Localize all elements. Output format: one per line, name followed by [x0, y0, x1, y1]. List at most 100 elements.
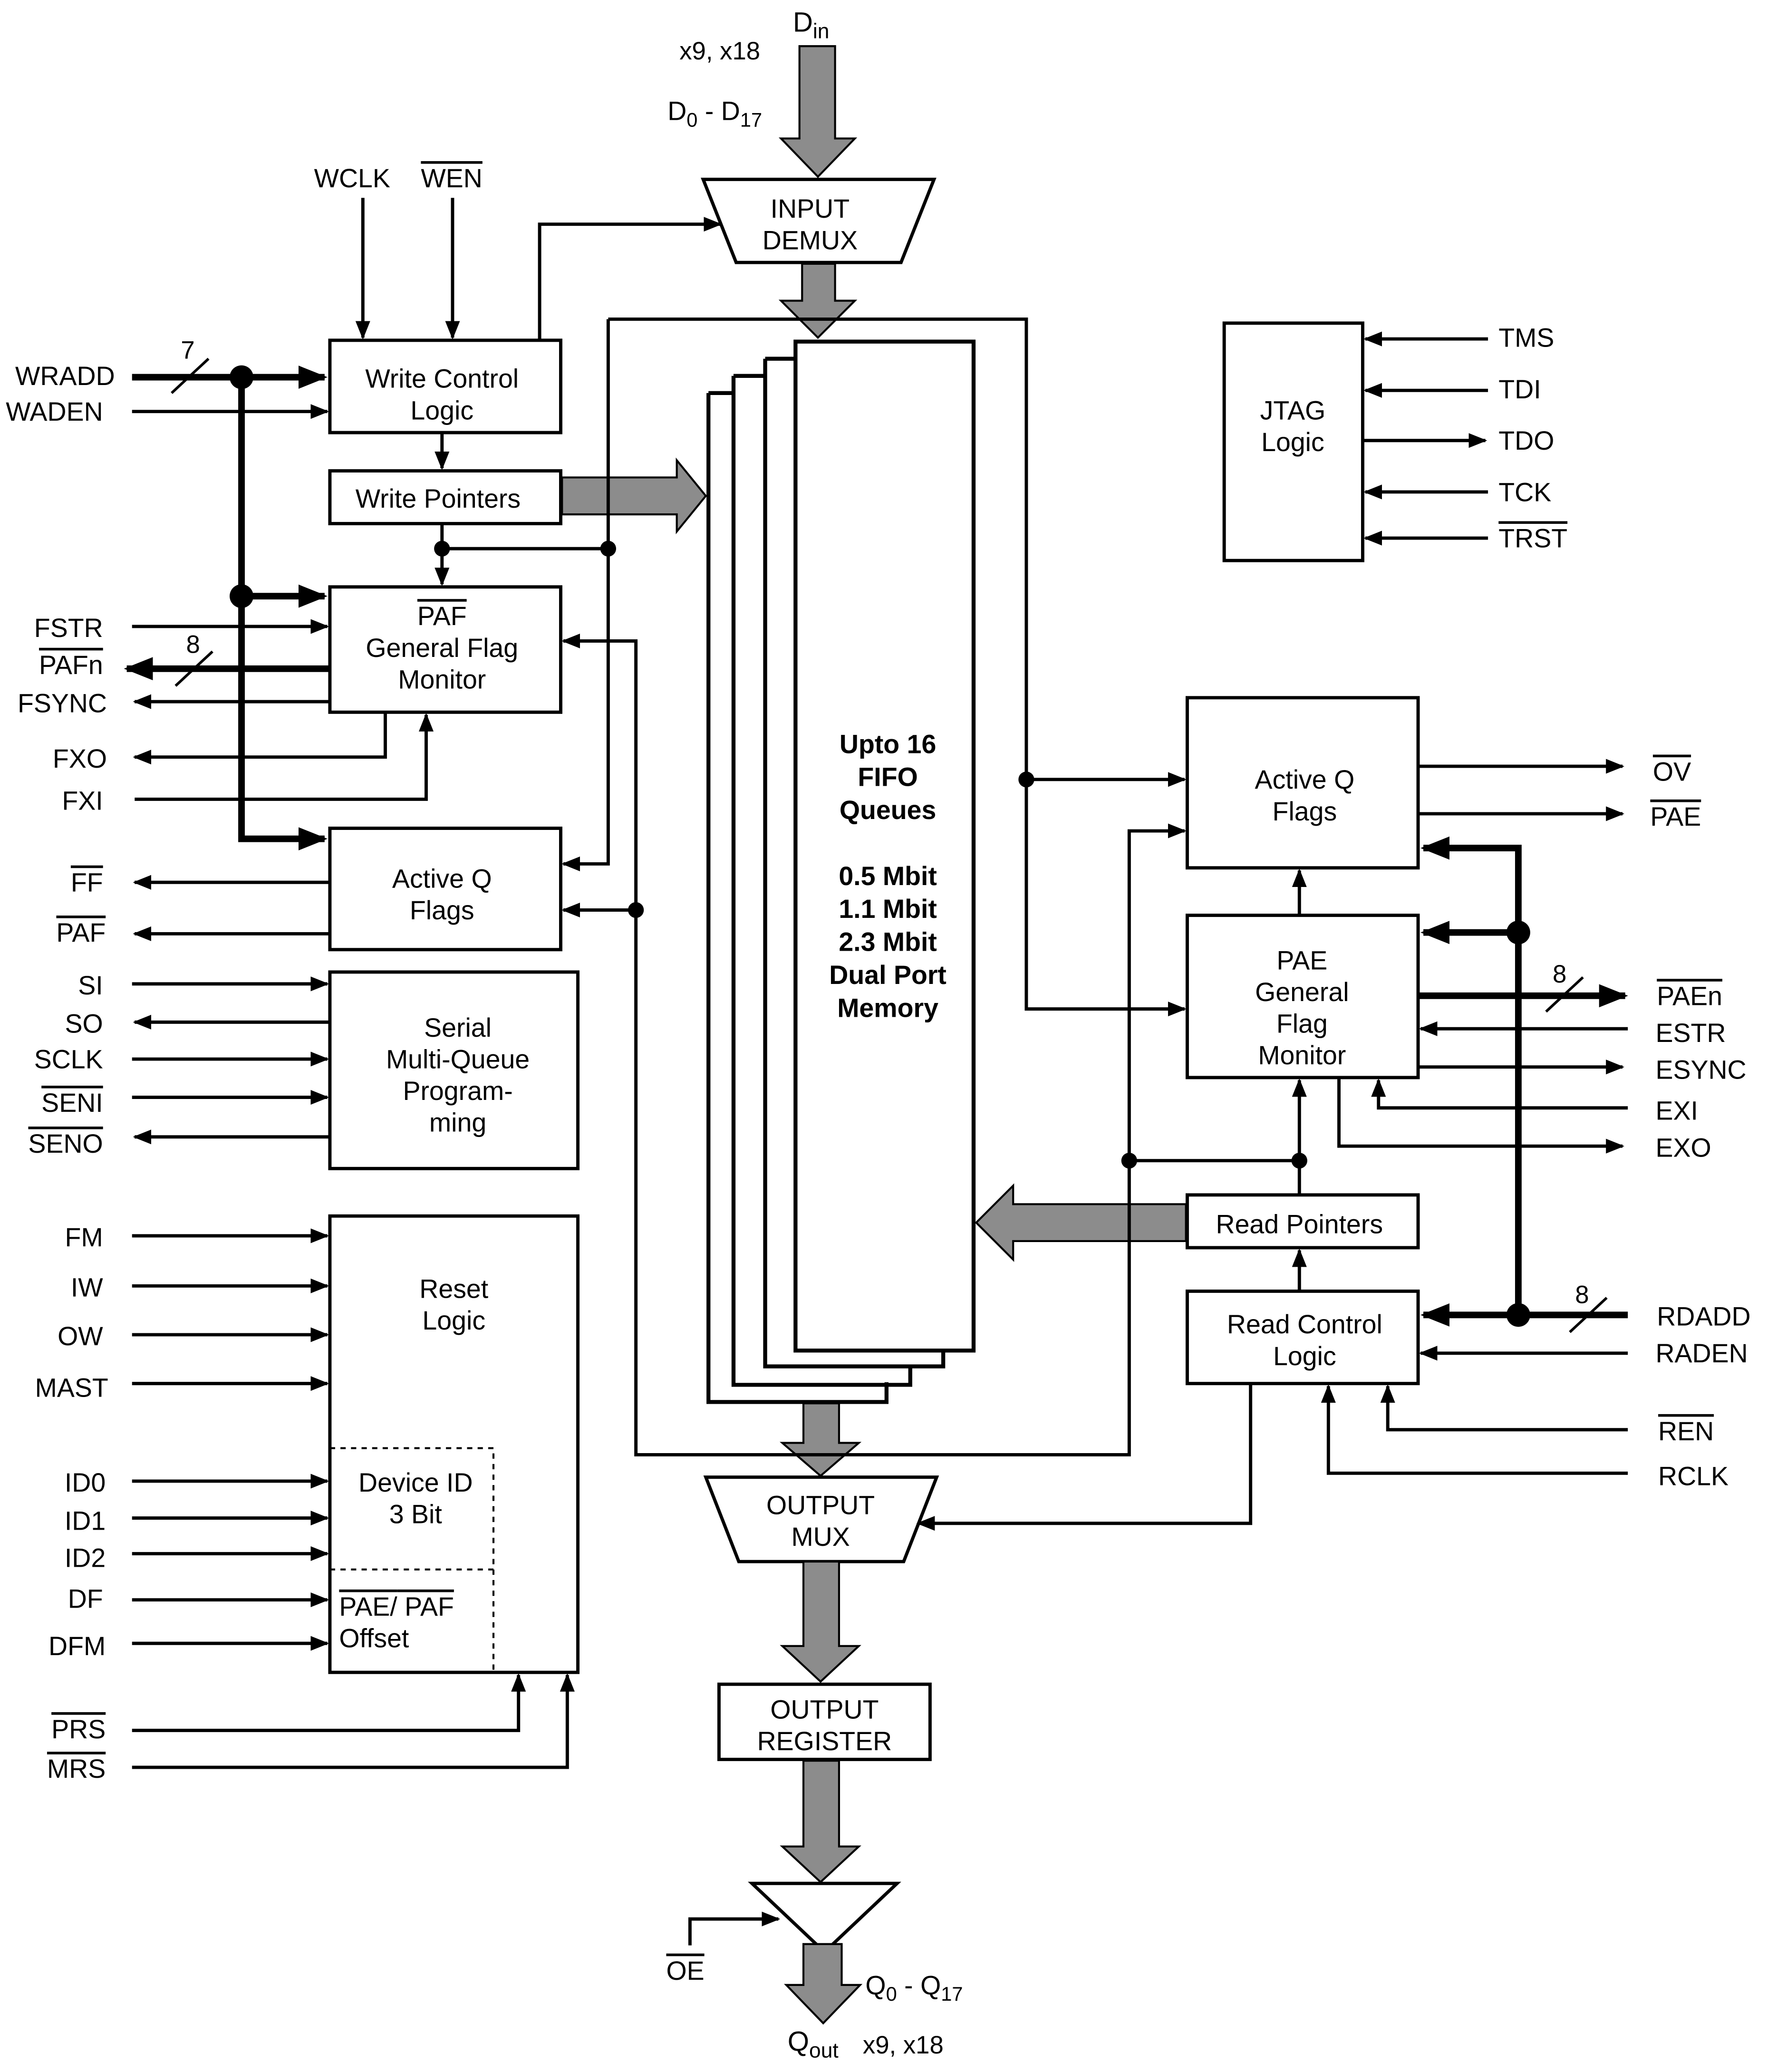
- serial-label-line-0: Serial: [424, 1013, 492, 1042]
- pae-monitor-label-line-3: Monitor: [1258, 1041, 1346, 1070]
- memory-label-line-5: 1.1 Mbit: [839, 894, 937, 924]
- waden-label: WADEN: [6, 397, 103, 426]
- output-buffer-triangle: [748, 1881, 901, 1955]
- memory-label-line-1: FIFO: [858, 762, 917, 792]
- oe-label: OE: [666, 1956, 704, 1985]
- pafn-label: PAFn: [39, 650, 103, 680]
- tdo-label: TDO: [1498, 426, 1554, 455]
- pae-monitor-label-line-1: General: [1255, 977, 1349, 1007]
- fxi-label: FXI: [62, 786, 103, 816]
- output-register-label-line-1: REGISTER: [757, 1726, 892, 1756]
- serial-label-line-3: ming: [429, 1108, 486, 1137]
- fm-label: FM: [65, 1223, 103, 1252]
- paf-flag-monitor-block: [328, 585, 562, 714]
- ff-label: FF: [71, 868, 103, 897]
- active-q-right-label-line-1: Flags: [1273, 797, 1337, 826]
- din-label: Din: [793, 7, 830, 43]
- reset-logic-block: [328, 1214, 580, 1674]
- serial-label-line-1: Multi-Queue: [386, 1044, 530, 1074]
- device-id-dashed-box: [329, 1447, 495, 1673]
- paf-monitor-label-line-1: General Flag: [366, 633, 518, 663]
- pae-monitor-label-line-2: Flag: [1276, 1009, 1328, 1039]
- write-pointers-block: [328, 469, 562, 526]
- bus-width-paen: 8: [1553, 960, 1566, 988]
- memory-stack: [706, 339, 976, 1404]
- din-width-label: x9, x18: [679, 37, 760, 65]
- jtag-label-line-0: JTAG: [1260, 395, 1326, 425]
- bus-width-rdadd: 8: [1575, 1281, 1589, 1309]
- qout-label: Qout: [788, 2026, 839, 2062]
- wclk-label: WCLK: [314, 164, 390, 193]
- memory-label-line-7: Dual Port: [829, 960, 946, 990]
- junction-dots: [230, 365, 1530, 1327]
- read-pointers-block: [1185, 1193, 1420, 1250]
- paf-monitor-label-line-0: PAF: [417, 601, 467, 631]
- paen-label: PAEn: [1657, 981, 1722, 1011]
- device-id-label-line-1: 3 Bit: [389, 1500, 443, 1529]
- output-mux-block: [703, 1475, 939, 1563]
- sclk-label: SCLK: [34, 1044, 103, 1074]
- active-q-right-label-line-0: Active Q: [1255, 765, 1355, 794]
- write-control-label-line-0: Write Control: [365, 364, 519, 394]
- wen-label: WEN: [421, 164, 482, 193]
- fstr-label: FSTR: [34, 613, 103, 643]
- offset-label-line-1: Offset: [339, 1624, 409, 1653]
- read-control-label-line-1: Logic: [1273, 1341, 1336, 1371]
- q-range-label: Q0 - Q17: [865, 1970, 963, 2005]
- exi-label: EXI: [1655, 1096, 1698, 1126]
- write-control-label-line-1: Logic: [410, 395, 473, 425]
- read-control-label-line-0: Read Control: [1227, 1310, 1382, 1339]
- iw-label: IW: [71, 1272, 103, 1302]
- seno-label: SENO: [28, 1129, 103, 1158]
- id0-label: ID0: [65, 1468, 106, 1497]
- fsync-label: FSYNC: [18, 688, 107, 718]
- paf-label: PAF: [56, 918, 106, 947]
- df-label: DF: [68, 1584, 103, 1613]
- memory-label-line-0: Upto 16: [840, 729, 936, 759]
- serial-programming-block: [328, 970, 580, 1170]
- rdadd-label: RDADD: [1657, 1302, 1750, 1331]
- pae-monitor-label-line-0: PAE: [1276, 945, 1327, 975]
- output-register-label-line-0: OUTPUT: [770, 1695, 879, 1724]
- qout-width-label: x9, x18: [863, 2031, 944, 2059]
- estr-label: ESTR: [1655, 1018, 1726, 1048]
- device-id-label-line-0: Device ID: [358, 1468, 473, 1497]
- paf-monitor-label-line-2: Monitor: [398, 665, 486, 694]
- ov-label: OV: [1653, 757, 1691, 787]
- reset-label-line-0: Reset: [419, 1274, 489, 1303]
- memory-label-line-2: Queues: [840, 795, 937, 825]
- input-demux-label-line-1: DEMUX: [763, 225, 858, 255]
- output-mux-label-line-0: OUTPUT: [766, 1490, 875, 1520]
- memory-label-line-6: 2.3 Mbit: [839, 927, 937, 957]
- active-q-left-label-line-1: Flags: [410, 896, 474, 925]
- read-pointers-label-line-0: Read Pointers: [1216, 1209, 1383, 1239]
- serial-label-line-2: Program-: [403, 1076, 512, 1106]
- prs-label: PRS: [51, 1715, 106, 1744]
- raden-label: RADEN: [1655, 1339, 1748, 1368]
- ren-label: REN: [1658, 1417, 1714, 1446]
- active-q-flags-right-block: [1185, 696, 1420, 870]
- mast-label: MAST: [35, 1373, 108, 1402]
- write-pointers-label-line-0: Write Pointers: [356, 484, 521, 513]
- seni-label: SENI: [41, 1088, 103, 1118]
- output-register-block: [717, 1682, 932, 1761]
- data-path-arrows: [561, 45, 1187, 2025]
- tms-label: TMS: [1498, 323, 1554, 353]
- rclk-label: RCLK: [1658, 1461, 1729, 1491]
- id1-label: ID1: [65, 1506, 106, 1536]
- si-label: SI: [78, 971, 103, 1000]
- id2-label: ID2: [65, 1543, 106, 1572]
- d-range-label: D0 - D17: [667, 96, 762, 131]
- dfm-label: DFM: [48, 1631, 106, 1661]
- tdi-label: TDI: [1498, 375, 1541, 404]
- offset-label-line-0: PAE/ PAF: [339, 1592, 454, 1621]
- output-mux-label-line-1: MUX: [791, 1522, 850, 1552]
- esync-label: ESYNC: [1655, 1055, 1746, 1085]
- tck-label: TCK: [1498, 477, 1551, 507]
- active-q-flags-left-block: [328, 827, 562, 952]
- exo-label: EXO: [1655, 1133, 1711, 1162]
- bus-width-pafn: 8: [186, 630, 200, 658]
- memory-label-line-4: 0.5 Mbit: [839, 861, 937, 891]
- read-control-logic-block: [1185, 1289, 1420, 1386]
